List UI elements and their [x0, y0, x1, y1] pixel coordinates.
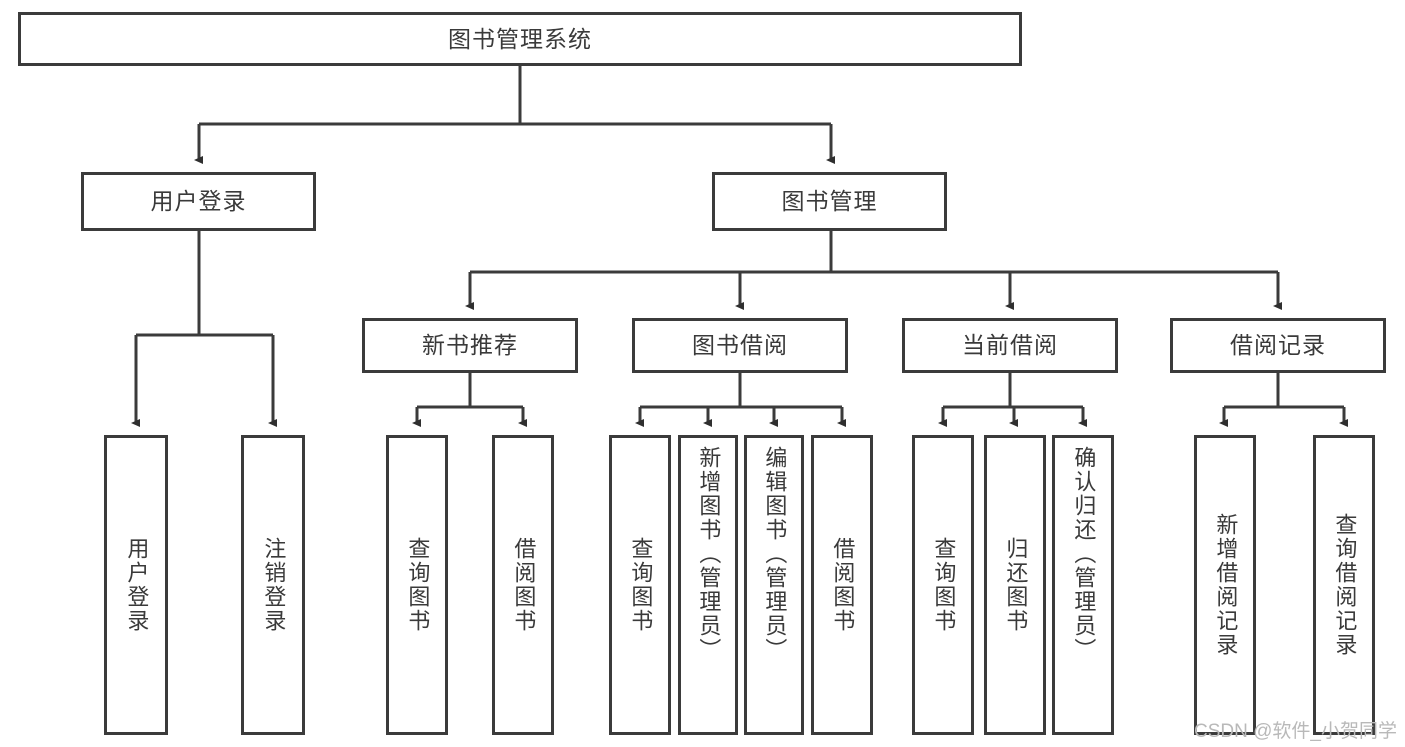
leaf-add-book-admin[interactable]: 新增图书（管理员） [678, 435, 738, 735]
leaf-query-borrow-record-label: 查询借阅记录 [1332, 513, 1358, 657]
leaf-user-login[interactable]: 用户登录 [104, 435, 168, 735]
leaf-logout-label: 注销登录 [261, 537, 287, 633]
node-root-label: 图书管理系统 [448, 25, 592, 52]
leaf-edit-book-admin-label: 编辑图书（管理员） [762, 446, 788, 662]
node-book-management-label: 图书管理 [781, 188, 878, 215]
leaf-query-book-borrow-label: 查询图书 [628, 537, 654, 633]
node-book-borrow-label: 图书借阅 [692, 332, 788, 359]
node-borrow-record[interactable]: 借阅记录 [1170, 318, 1386, 373]
leaf-borrow-book-recommend[interactable]: 借阅图书 [492, 435, 554, 735]
leaf-add-borrow-record-label: 新增借阅记录 [1213, 513, 1239, 657]
leaf-query-book-recommend[interactable]: 查询图书 [386, 435, 448, 735]
leaf-confirm-return-admin[interactable]: 确认归还（管理员） [1052, 435, 1114, 735]
node-book-management[interactable]: 图书管理 [712, 172, 947, 231]
leaf-user-login-label: 用户登录 [124, 537, 150, 633]
leaf-query-book-recommend-label: 查询图书 [405, 537, 431, 633]
leaf-return-book-label: 归还图书 [1003, 537, 1029, 633]
node-borrow-record-label: 借阅记录 [1230, 332, 1326, 359]
node-root-library-system[interactable]: 图书管理系统 [18, 12, 1022, 66]
leaf-query-book-current-label: 查询图书 [931, 537, 957, 633]
node-current-borrow-label: 当前借阅 [962, 332, 1058, 359]
watermark: CSDN @软件_小贺同学 [1194, 721, 1397, 742]
node-book-borrow[interactable]: 图书借阅 [632, 318, 848, 373]
leaf-confirm-return-admin-label: 确认归还（管理员） [1071, 446, 1097, 662]
leaf-query-book-borrow[interactable]: 查询图书 [609, 435, 671, 735]
leaf-borrow-book-label: 借阅图书 [830, 537, 856, 633]
node-new-book-recommend-label: 新书推荐 [422, 332, 518, 359]
leaf-query-borrow-record[interactable]: 查询借阅记录 [1313, 435, 1375, 735]
leaf-edit-book-admin[interactable]: 编辑图书（管理员） [744, 435, 804, 735]
leaf-add-borrow-record[interactable]: 新增借阅记录 [1194, 435, 1256, 735]
leaf-query-book-current[interactable]: 查询图书 [912, 435, 974, 735]
node-current-borrow[interactable]: 当前借阅 [902, 318, 1118, 373]
node-user-login-label: 用户登录 [150, 188, 247, 215]
leaf-return-book[interactable]: 归还图书 [984, 435, 1046, 735]
node-user-login[interactable]: 用户登录 [81, 172, 316, 231]
leaf-borrow-book-recommend-label: 借阅图书 [511, 537, 537, 633]
leaf-add-book-admin-label: 新增图书（管理员） [696, 446, 722, 662]
leaf-logout[interactable]: 注销登录 [241, 435, 305, 735]
node-new-book-recommend[interactable]: 新书推荐 [362, 318, 578, 373]
leaf-borrow-book[interactable]: 借阅图书 [811, 435, 873, 735]
